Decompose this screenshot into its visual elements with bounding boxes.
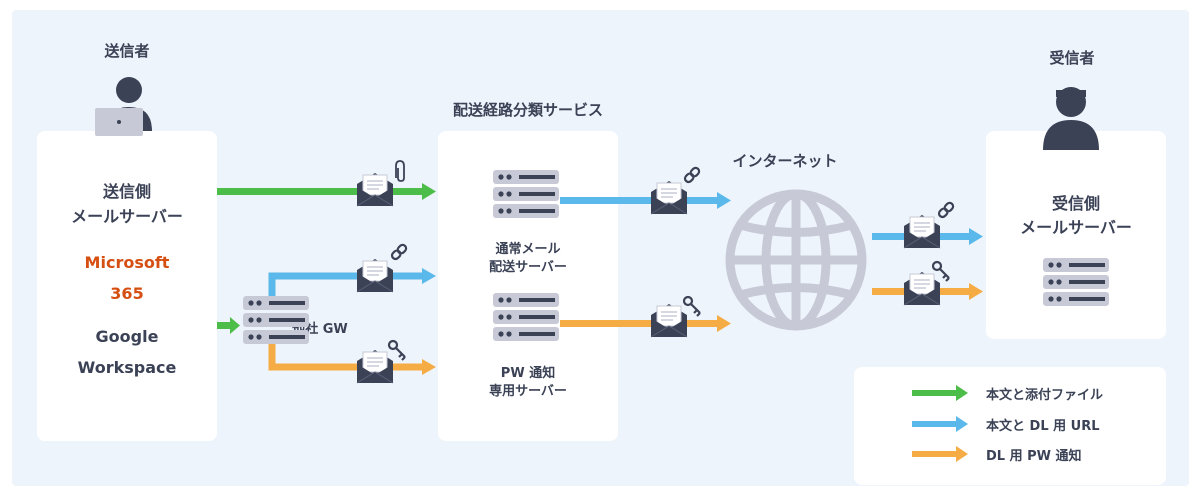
google-workspace-line2: Workspace bbox=[77, 358, 177, 377]
key-icon bbox=[387, 339, 407, 362]
orange-arrow-to-internet bbox=[560, 320, 717, 327]
normal-server-label-2: 配送サーバー bbox=[489, 260, 567, 275]
pw-server-label-1: PW 通知 bbox=[500, 366, 556, 381]
pw-notify-server-icon bbox=[493, 293, 559, 341]
sender-server-title-1: 送信側 bbox=[102, 182, 151, 201]
laptop-icon bbox=[95, 108, 143, 136]
globe-icon bbox=[725, 189, 867, 331]
receiver-server-title-2: メールサーバー bbox=[1020, 218, 1132, 237]
legend-label: 本文と添付ファイル bbox=[986, 387, 1104, 403]
pw-server-label-2: 専用サーバー bbox=[489, 384, 567, 399]
receiver-server-title-1: 受信側 bbox=[1051, 194, 1100, 213]
envelope-icon bbox=[903, 271, 941, 306]
key-icon bbox=[682, 295, 702, 318]
key-icon bbox=[931, 260, 951, 283]
receiver-role-label: 受信者 bbox=[1049, 49, 1095, 67]
service-title: 配送経路分類サービス bbox=[452, 101, 603, 119]
envelope-icon bbox=[356, 258, 394, 293]
blue-arrow-gateway bbox=[268, 272, 422, 296]
legend-label: DL 用 PW 通知 bbox=[986, 448, 1082, 464]
link-icon bbox=[936, 200, 956, 220]
legend-card bbox=[854, 367, 1166, 485]
envelope-icon bbox=[650, 180, 688, 215]
blue-arrow-to-internet bbox=[560, 197, 717, 204]
green-arrow-direct bbox=[217, 188, 422, 195]
link-icon bbox=[389, 242, 409, 262]
normal-server-label-1: 通常メール bbox=[495, 242, 561, 257]
sender-server-card bbox=[37, 131, 217, 441]
green-arrow-icon bbox=[912, 385, 968, 401]
blue-arrow-icon bbox=[912, 416, 968, 432]
green-arrow-to-gateway bbox=[217, 322, 230, 329]
microsoft-365-line1: Microsoft bbox=[84, 253, 170, 272]
receiver-person-icon bbox=[1043, 87, 1099, 150]
sender-server-title-2: メールサーバー bbox=[71, 207, 183, 226]
envelope-icon bbox=[356, 172, 394, 207]
legend-item-attachment: 本文と添付ファイル bbox=[912, 383, 1103, 403]
envelope-icon bbox=[903, 214, 941, 249]
google-workspace-line1: Google bbox=[95, 327, 159, 346]
paperclip-icon bbox=[395, 160, 405, 182]
envelope-icon bbox=[650, 303, 688, 338]
microsoft-365-line2: 365 bbox=[110, 284, 144, 303]
legend-item-password: DL 用 PW 通知 bbox=[912, 444, 1082, 464]
normal-mail-server-icon bbox=[493, 170, 559, 218]
orange-arrow-icon bbox=[912, 446, 968, 462]
sender-role-label: 送信者 bbox=[104, 42, 150, 60]
envelope-icon bbox=[356, 349, 394, 384]
legend-label: 本文と DL 用 URL bbox=[986, 418, 1100, 434]
receiver-server-icon bbox=[1043, 258, 1109, 306]
internet-label: インターネット bbox=[732, 152, 838, 170]
legend-item-url: 本文と DL 用 URL bbox=[912, 414, 1100, 434]
gateway-server-icon bbox=[243, 296, 309, 344]
link-icon bbox=[682, 165, 702, 185]
